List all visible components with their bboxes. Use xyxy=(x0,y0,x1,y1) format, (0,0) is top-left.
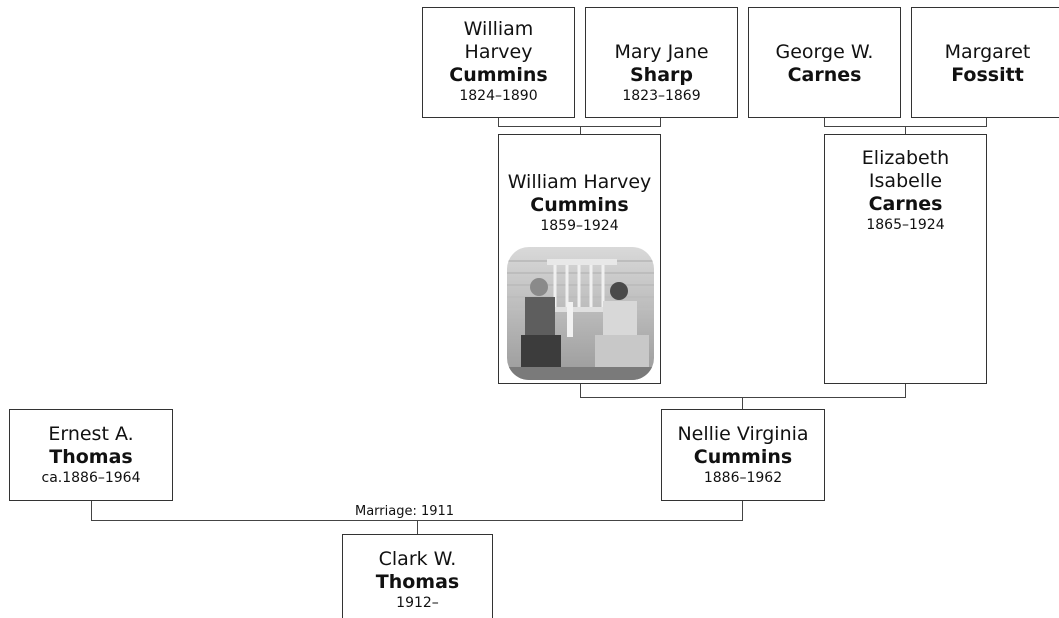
connector xyxy=(580,126,581,134)
given-name: Nellie Virginia xyxy=(677,423,809,445)
connector xyxy=(905,383,906,397)
surname: Sharp xyxy=(629,64,693,86)
person-card[interactable]: William Harvey Cummins 1824–1890 xyxy=(422,7,575,118)
connector xyxy=(498,117,499,126)
given-name: Margaret xyxy=(944,41,1031,63)
surname: Cummins xyxy=(449,64,548,86)
connector xyxy=(580,383,581,397)
marriage-label: Marriage: 1911 xyxy=(353,504,457,519)
person-card[interactable]: William Harvey Cummins 1859–1924 xyxy=(498,134,661,384)
surname: Carnes xyxy=(787,64,862,86)
person-card[interactable]: Clark W. Thomas 1912– xyxy=(342,534,493,618)
person-card[interactable]: George W. Carnes xyxy=(748,7,901,118)
given-name: Elizabeth Isabelle xyxy=(861,147,950,192)
person-card[interactable]: Nellie Virginia Cummins 1886–1962 xyxy=(661,409,825,501)
life-dates: 1912– xyxy=(396,595,439,611)
life-dates: 1865–1924 xyxy=(866,217,945,233)
given-name: Mary Jane xyxy=(614,41,709,63)
surname: Cummins xyxy=(693,446,793,468)
life-dates: ca.1886–1964 xyxy=(41,470,141,486)
person-card[interactable]: Ernest A. Thomas ca.1886–1964 xyxy=(9,409,173,501)
given-name: William Harvey xyxy=(463,18,534,63)
person-card[interactable]: Elizabeth Isabelle Carnes 1865–1924 xyxy=(824,134,987,384)
given-name: Ernest A. xyxy=(48,423,134,445)
connector xyxy=(824,117,825,126)
connector xyxy=(742,500,743,520)
life-dates: 1859–1924 xyxy=(540,218,619,234)
connector xyxy=(742,397,743,409)
given-name: George W. xyxy=(775,41,874,63)
connector xyxy=(417,520,418,534)
life-dates: 1886–1962 xyxy=(703,470,783,486)
couple-photo[interactable] xyxy=(507,247,654,380)
connector xyxy=(498,126,661,127)
life-dates: 1824–1890 xyxy=(459,88,538,104)
connector xyxy=(986,117,987,126)
given-name: William Harvey xyxy=(507,171,652,193)
connector xyxy=(905,126,906,134)
given-name: Clark W. xyxy=(378,548,457,570)
surname: Cummins xyxy=(530,194,629,216)
surname: Thomas xyxy=(49,446,133,468)
connector xyxy=(91,500,92,520)
connector xyxy=(660,117,661,126)
surname: Thomas xyxy=(375,571,460,593)
person-card[interactable]: Mary Jane Sharp 1823–1869 xyxy=(585,7,738,118)
surname: Fossitt xyxy=(951,64,1024,86)
surname: Carnes xyxy=(868,193,943,215)
person-card[interactable]: Margaret Fossitt xyxy=(911,7,1059,118)
connector xyxy=(580,397,906,398)
life-dates: 1823–1869 xyxy=(622,88,701,104)
